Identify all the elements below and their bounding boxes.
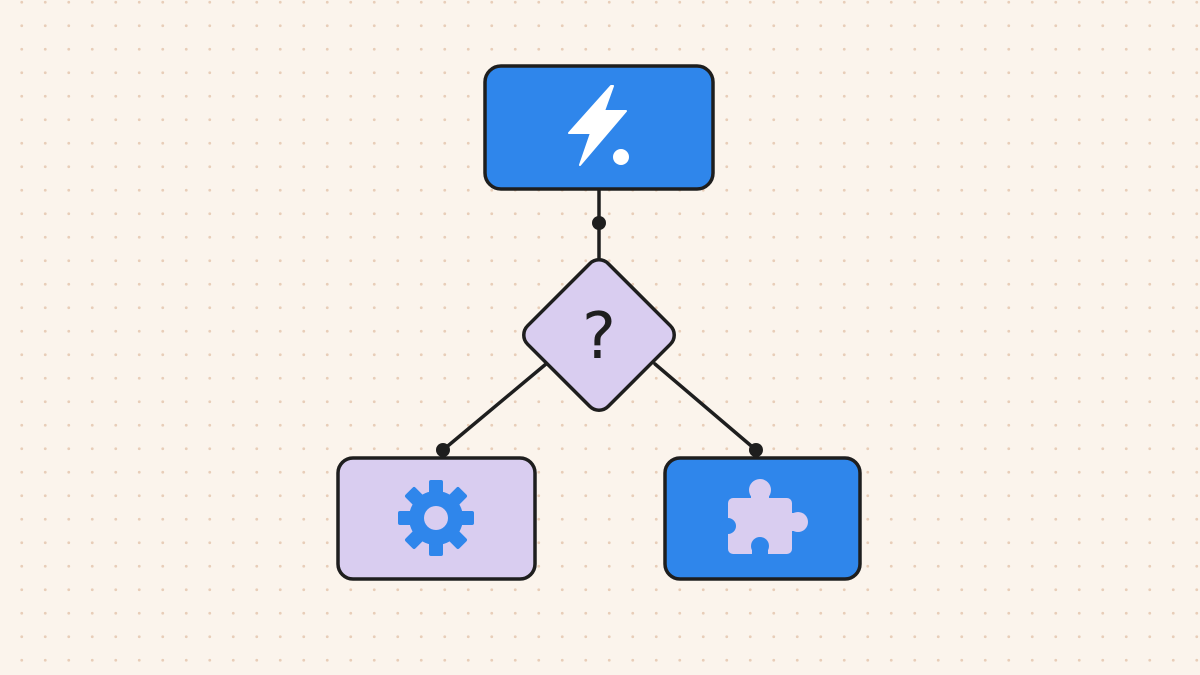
joint-left-branch [436,443,450,457]
decision-node-diamond[interactable] [518,254,679,415]
lightning-bolt-icon [568,85,629,166]
edge-decision-to-left-branch [441,362,548,452]
gear-icon [398,480,474,556]
left-branch-node[interactable] [336,456,537,581]
trigger-node[interactable] [483,64,715,191]
right-branch-node[interactable] [663,456,862,581]
decision-node[interactable]: ? [518,254,679,415]
edge-decision-to-right-branch [653,362,758,452]
decision-question-mark: ? [582,300,616,374]
joint-trigger-to-decision [592,216,606,230]
puzzle-piece-icon [720,479,808,555]
connector-joints [436,216,763,457]
joint-right-branch [749,443,763,457]
